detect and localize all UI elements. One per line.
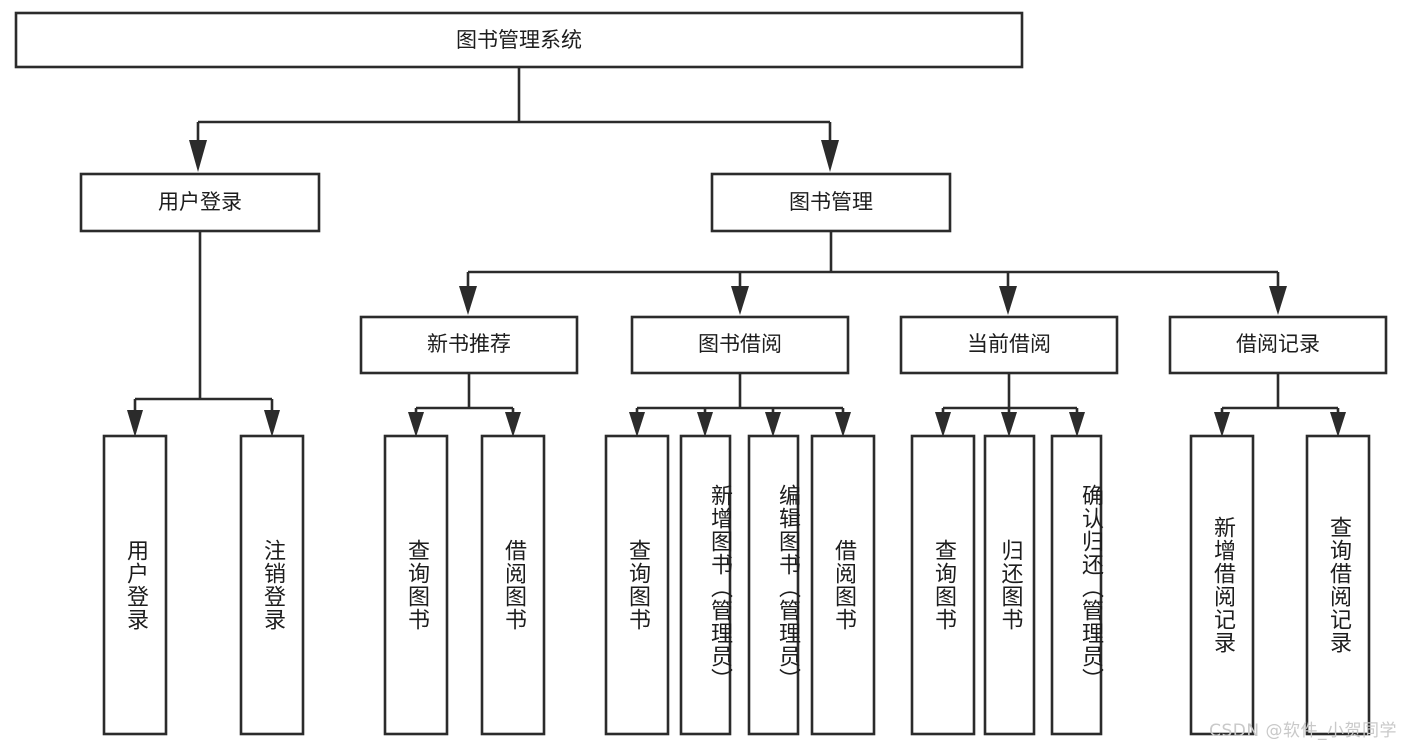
node-new-book-recommend[interactable]: 新书推荐 (359, 315, 579, 375)
leaf-box-return-book[interactable] (983, 434, 1036, 736)
node-borrow-record-box (1168, 315, 1388, 375)
leaf-box-confirm-return[interactable] (1050, 434, 1103, 736)
arrowhead-leaf-borrow-book-2 (835, 412, 851, 437)
node-book-manage-label: 图书管理 (789, 190, 873, 214)
node-book-borrow[interactable]: 图书借阅 (630, 315, 850, 375)
arrowhead-leaf-query-book-1 (408, 412, 424, 437)
leaf-box-logout[interactable] (239, 434, 305, 736)
node-current-borrow-label: 当前借阅 (967, 332, 1051, 356)
arrowhead-leaf-confirm-return (1069, 412, 1085, 437)
leaf-box-query-book-1[interactable] (383, 434, 449, 736)
leaf-box-add-book[interactable] (679, 434, 732, 736)
leaf-box-edit-book[interactable] (747, 434, 800, 736)
arrowhead-user-login (189, 140, 207, 172)
leaf-box-query-book-2[interactable] (604, 434, 670, 736)
arrowhead-book-manage (821, 140, 839, 172)
node-book-borrow-box (630, 315, 850, 375)
arrowhead-leaf-edit-book (765, 412, 781, 437)
csdn-watermark: CSDN @软件_小贺同学 (1209, 721, 1397, 741)
node-root[interactable]: 图书管理系统 (14, 11, 1024, 69)
leaf-box-user-login[interactable] (102, 434, 168, 736)
node-book-borrow-label: 图书借阅 (698, 332, 782, 356)
arrowhead-borrow-record (1269, 286, 1287, 315)
arrowhead-current-borrow (999, 286, 1017, 315)
node-current-borrow[interactable]: 当前借阅 (899, 315, 1119, 375)
node-new-book-recommend-label: 新书推荐 (427, 332, 511, 356)
node-root-label: 图书管理系统 (456, 28, 582, 52)
arrowhead-new-book-recommend (459, 286, 477, 315)
arrowhead-leaf-query-record (1330, 412, 1346, 437)
arrowhead-leaf-query-book-2 (629, 412, 645, 437)
arrowhead-leaf-query-book-3 (935, 412, 951, 437)
arrowhead-leaf-return-book (1001, 412, 1017, 437)
arrowhead-leaf-borrow-book-1 (505, 412, 521, 437)
leaf-box-borrow-book-1[interactable] (480, 434, 546, 736)
node-user-login-label: 用户登录 (158, 190, 242, 214)
node-borrow-record-label: 借阅记录 (1236, 332, 1320, 356)
node-current-borrow-box (899, 315, 1119, 375)
node-borrow-record[interactable]: 借阅记录 (1168, 315, 1388, 375)
leaf-box-query-record[interactable] (1305, 434, 1371, 736)
arrowhead-leaf-user-login (127, 410, 143, 437)
node-new-book-recommend-box (359, 315, 579, 375)
arrowhead-leaf-logout (264, 410, 280, 437)
leaf-box-borrow-book-2[interactable] (810, 434, 876, 736)
node-root-box (14, 11, 1024, 69)
node-book-manage[interactable]: 图书管理 (710, 172, 952, 233)
arrowhead-leaf-add-record (1214, 412, 1230, 437)
arrowhead-book-borrow (731, 286, 749, 315)
node-user-login[interactable]: 用户登录 (79, 172, 321, 233)
leaf-box-add-record[interactable] (1189, 434, 1255, 736)
arrowhead-leaf-add-book (697, 412, 713, 437)
leaf-box-query-book-3[interactable] (910, 434, 976, 736)
node-book-manage-box (710, 172, 952, 233)
